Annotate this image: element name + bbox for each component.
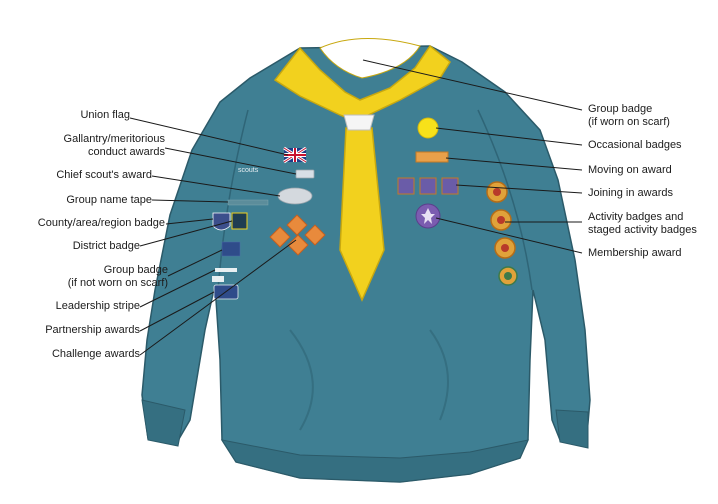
label-gallantry-awards: Gallantry/meritorious conduct awards xyxy=(64,133,165,159)
activity-badge-center xyxy=(497,216,505,224)
chief-scouts-award-badge xyxy=(277,187,313,205)
leader-line-group-badge-scarf xyxy=(362,59,583,111)
leader-line-partnership xyxy=(139,291,215,332)
label-line: District badge xyxy=(72,240,140,252)
occasional-badge xyxy=(417,117,439,139)
label-line: conduct awards xyxy=(87,146,165,158)
label-line: Group badge xyxy=(588,103,653,115)
fleur-de-lis-icon xyxy=(421,208,435,224)
joining-in-award-badge xyxy=(419,177,437,195)
activity-badge-center xyxy=(504,272,512,280)
leader-line-county xyxy=(165,218,214,225)
leader-line-union-flag xyxy=(129,117,289,156)
group-name-tape-badge xyxy=(227,199,269,206)
label-occasional-badges: Occasional badges xyxy=(588,139,682,152)
label-partnership-awards: Partnership awards xyxy=(45,324,140,337)
label-line: (if not worn on scarf) xyxy=(67,277,168,289)
partnership-award-badge xyxy=(212,276,224,282)
moving-on-award-badge xyxy=(415,151,449,163)
label-line: Union flag xyxy=(80,109,130,121)
label-line: Partnership awards xyxy=(45,324,140,336)
label-line: (if worn on scarf) xyxy=(588,116,670,128)
label-leadership-stripe: Leadership stripe xyxy=(56,300,140,313)
label-line: Gallantry/meritorious xyxy=(63,133,165,145)
challenge-award-badge xyxy=(269,226,291,248)
challenge-award-badge xyxy=(287,234,309,256)
label-district-badge: District badge xyxy=(73,240,140,253)
joining-in-award-badge xyxy=(441,177,459,195)
leader-line-leadership-stripe xyxy=(139,269,216,308)
label-chief-scouts-award: Chief scout's award xyxy=(56,169,152,182)
waistband xyxy=(220,439,529,483)
leader-line-district xyxy=(139,220,233,247)
label-line: Chief scout's award xyxy=(56,169,152,181)
union-flag-badge xyxy=(283,146,307,164)
label-line: Group badge xyxy=(103,264,168,276)
right-cuff xyxy=(555,409,589,449)
label-county-badge: County/area/region badge xyxy=(38,217,165,230)
leader-lines xyxy=(129,59,583,356)
label-line: County/area/region badge xyxy=(37,217,165,229)
scouts-logo-text: scouts xyxy=(238,167,259,174)
label-union-flag: Union flag xyxy=(80,109,130,122)
activity-badge-center xyxy=(501,244,509,252)
leader-line-chief-scout xyxy=(151,175,281,197)
leader-line-moving-on xyxy=(445,157,583,171)
activity-badge-center xyxy=(493,188,501,196)
label-challenge-awards: Challenge awards xyxy=(52,348,140,361)
neck-opening xyxy=(319,37,421,79)
left-cuff xyxy=(141,399,186,447)
challenge-awards-group xyxy=(269,214,326,256)
right-sleeve-seam xyxy=(477,109,533,291)
label-line: Moving on award xyxy=(588,164,672,176)
label-line: Group name tape xyxy=(66,194,152,206)
label-line: Membership award xyxy=(588,247,682,259)
label-moving-on-award: Moving on award xyxy=(588,164,672,177)
label-group-badge-scarf: Group badge (if worn on scarf) xyxy=(588,103,670,129)
label-line: Challenge awards xyxy=(51,348,140,360)
scarf xyxy=(273,37,451,302)
left-badges: scouts xyxy=(212,146,315,300)
label-line: Leadership stripe xyxy=(55,300,140,312)
right-badges xyxy=(397,117,518,286)
label-line: staged activity badges xyxy=(588,224,697,236)
leader-line-occasional xyxy=(435,127,583,146)
label-membership-award: Membership award xyxy=(588,247,682,260)
challenge-award-badge xyxy=(304,224,326,246)
group-badge-sleeve-shape xyxy=(221,241,241,257)
label-group-name-tape: Group name tape xyxy=(66,194,152,207)
joining-in-award-badge xyxy=(397,177,415,195)
leader-line-joining-in xyxy=(455,184,583,194)
leader-line-group-badge-sleeve xyxy=(167,249,223,277)
label-line: Occasional badges xyxy=(588,139,682,151)
challenge-award-badge xyxy=(286,214,308,236)
scarf-collar xyxy=(273,44,451,121)
leader-line-gallantry xyxy=(164,147,297,175)
leader-line-membership xyxy=(435,217,583,254)
leader-line-challenge xyxy=(139,239,297,356)
label-activity-badges: Activity badges and staged activity badg… xyxy=(588,211,697,237)
fold-shade xyxy=(429,329,449,421)
label-line: Joining in awards xyxy=(588,187,673,199)
label-line: Activity badges and xyxy=(588,211,684,223)
label-group-badge-sleeve: Group badge (if not worn on scarf) xyxy=(68,264,168,290)
fold-shade xyxy=(289,329,314,431)
scarf-woggle xyxy=(343,114,375,131)
district-badge-shape xyxy=(231,212,248,230)
label-joining-in-awards: Joining in awards xyxy=(588,187,673,200)
leader-line-group-name-tape xyxy=(151,199,229,203)
county-badge-shape xyxy=(212,212,231,231)
gallantry-award-badge xyxy=(295,169,315,179)
leadership-stripe-shape xyxy=(215,268,237,272)
